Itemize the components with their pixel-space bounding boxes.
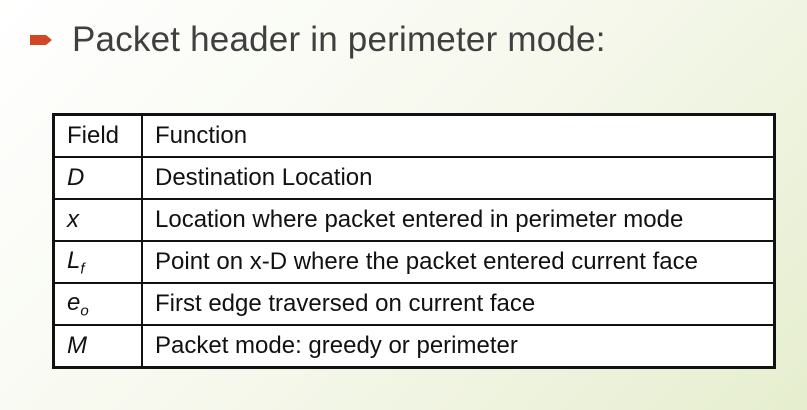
packet-header-table: Field Function D Destination Location x … (52, 113, 776, 369)
slide-title: Packet header in perimeter mode: (72, 20, 606, 59)
field-symbol: M (67, 332, 87, 359)
title-row: Packet header in perimeter mode: (26, 22, 606, 57)
arrow-bullet-icon (26, 28, 60, 52)
function-cell: Location where packet entered in perimet… (141, 198, 776, 242)
field-cell: D (52, 156, 143, 200)
field-symbol: D (67, 164, 85, 191)
table-row: x Location where packet entered in perim… (52, 198, 776, 242)
packet-header-table-wrap: Field Function D Destination Location x … (52, 113, 776, 369)
field-cell: eo (52, 282, 143, 326)
function-cell: Point on x-D where the packet entered cu… (141, 240, 776, 284)
field-cell: x (52, 198, 143, 242)
field-subscript: f (80, 260, 85, 278)
field-symbol: e (67, 288, 81, 316)
table-row: D Destination Location (52, 156, 776, 200)
field-column-header: Field (52, 113, 143, 158)
function-cell: First edge traversed on current face (141, 282, 776, 326)
table-row: eo First edge traversed on current face (52, 282, 776, 326)
field-subscript: o (80, 302, 89, 320)
function-cell: Packet mode: greedy or perimeter (141, 324, 776, 369)
table-header-row: Field Function (52, 113, 776, 158)
table-row: Lf Point on x-D where the packet entered… (52, 240, 776, 284)
field-cell: Lf (52, 240, 143, 284)
field-symbol: x (67, 206, 79, 233)
function-column-header: Function (141, 113, 776, 158)
table-row: M Packet mode: greedy or perimeter (52, 324, 776, 369)
field-cell: M (52, 324, 143, 369)
function-cell: Destination Location (141, 156, 776, 200)
field-symbol: L (67, 246, 81, 274)
